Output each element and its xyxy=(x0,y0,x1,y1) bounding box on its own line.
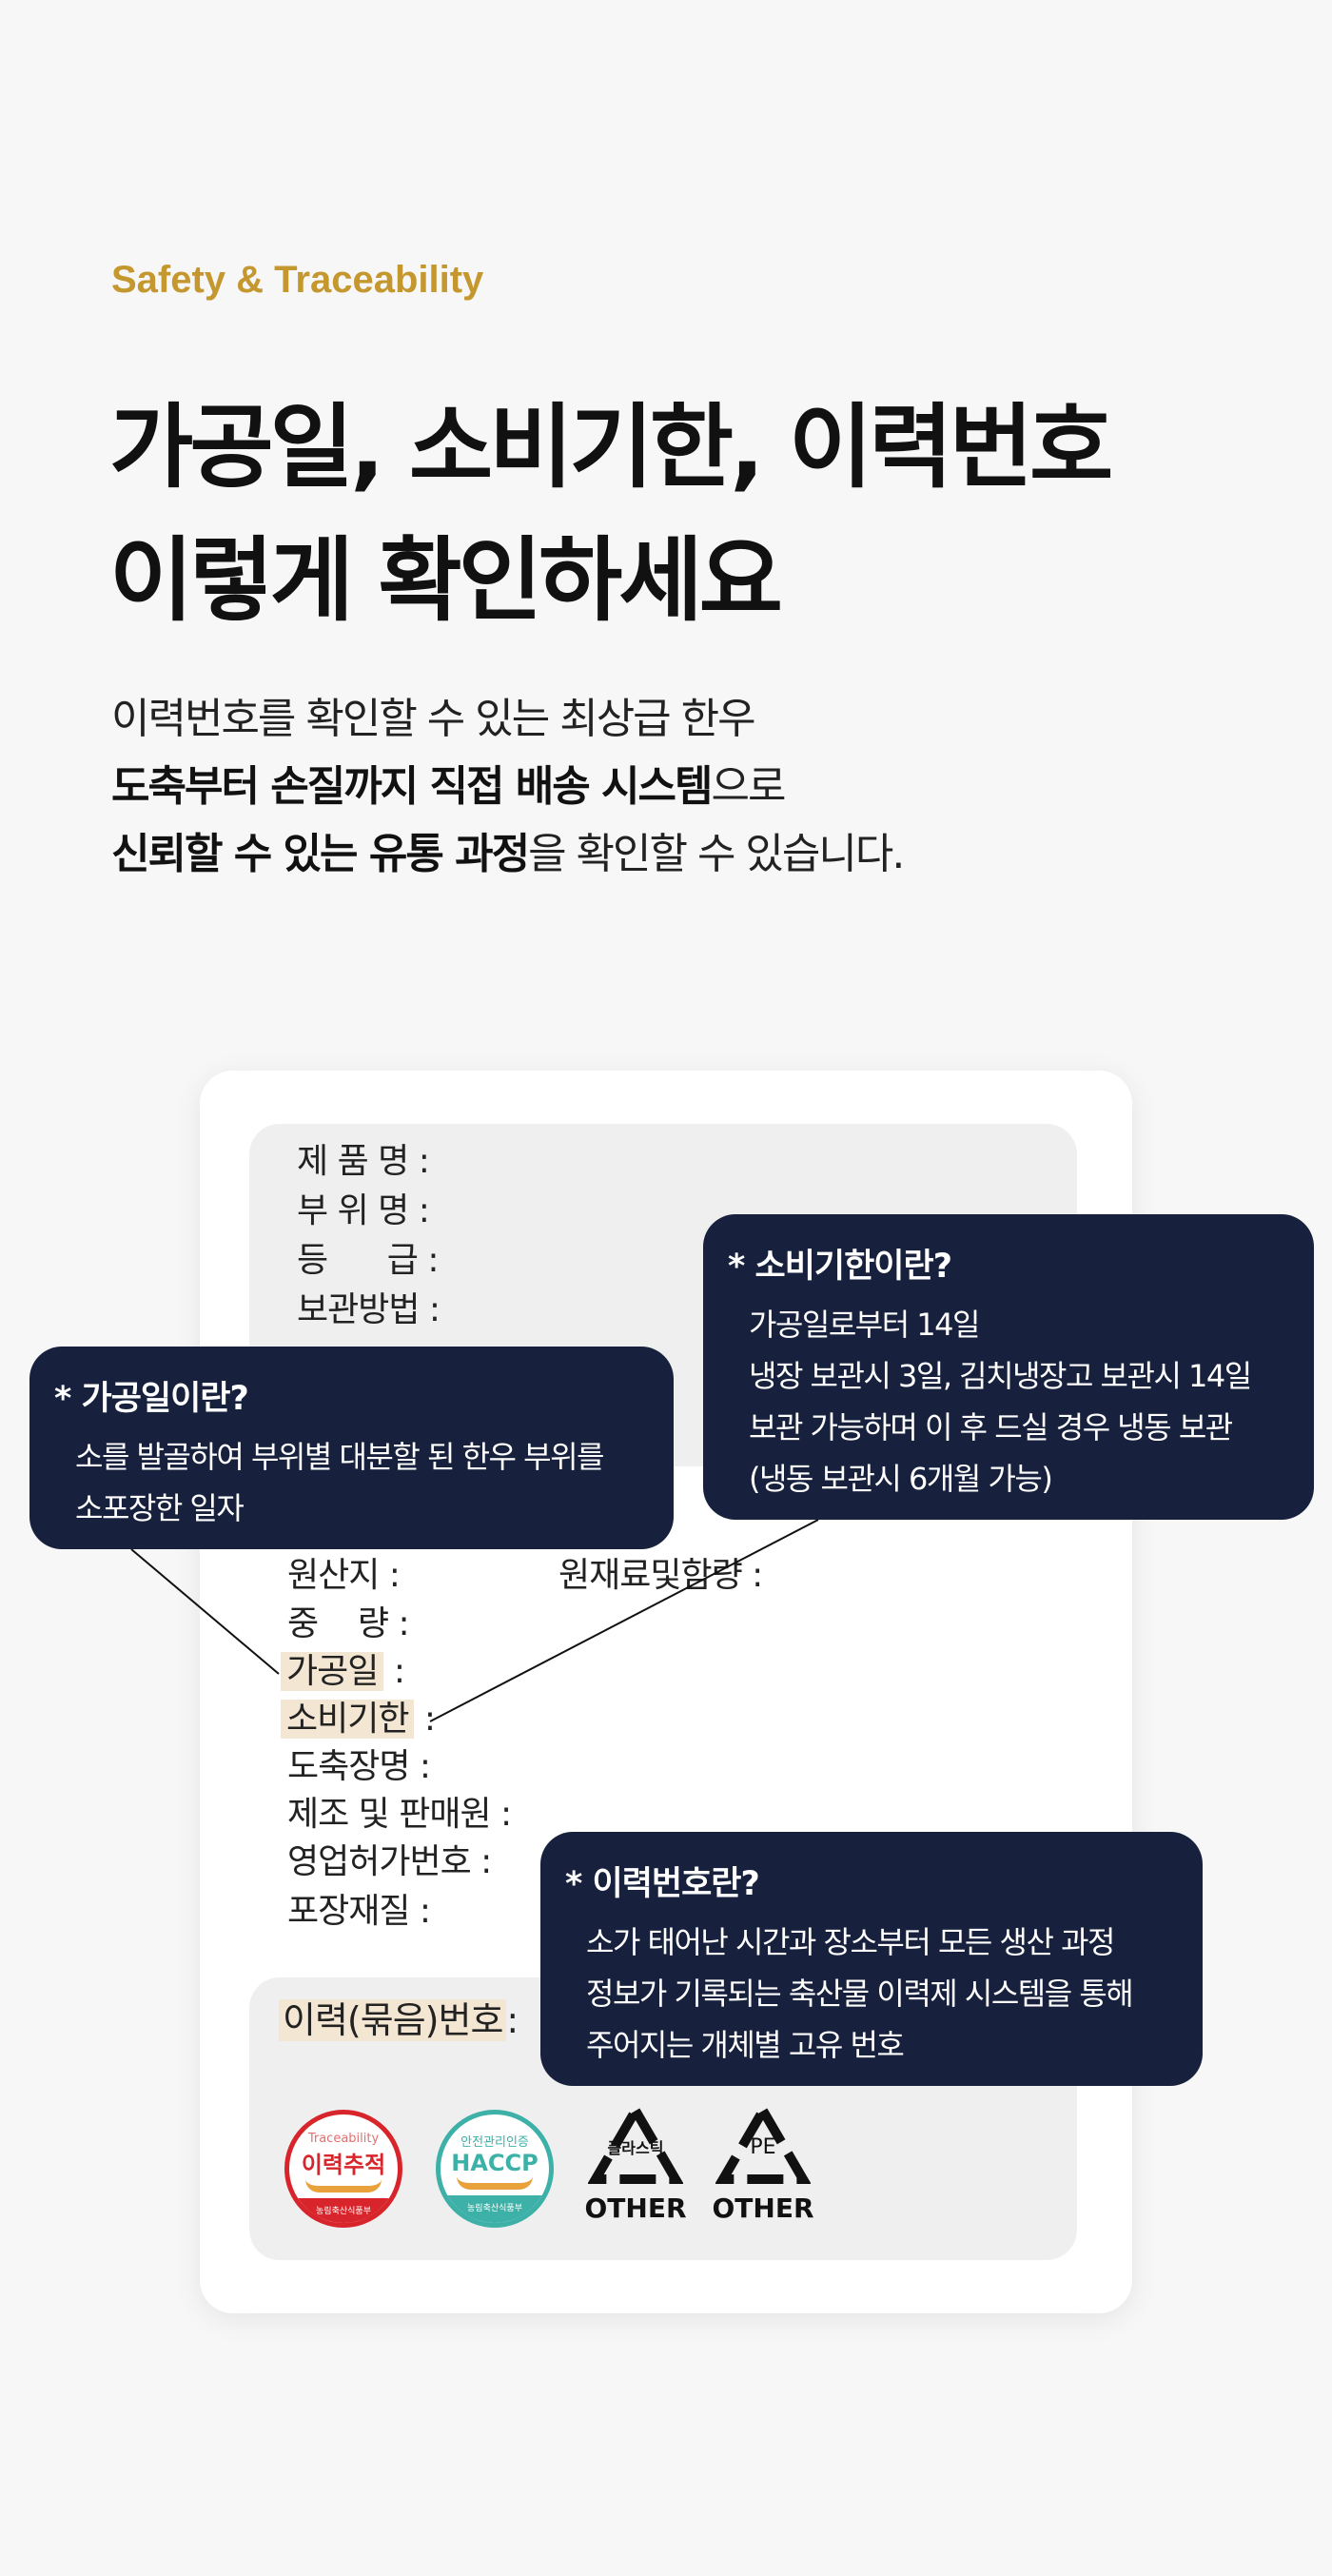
tooltip-line: 소포장한 일자 xyxy=(75,1490,245,1526)
tooltip-line: (냉동 보관시 6개월 가능) xyxy=(749,1461,1053,1497)
section-eyebrow: Safety & Traceability xyxy=(111,259,484,301)
colon: : xyxy=(506,1999,519,2041)
recycle-inner-text: PE xyxy=(750,2135,776,2159)
storage-label: 보관방법 : xyxy=(297,1290,441,1329)
expiry-row: 소비기한 : xyxy=(281,1700,436,1740)
recycle-triangle-icon xyxy=(715,2101,812,2184)
recycle-plastic-icon: 플라스틱 OTHER xyxy=(582,2101,689,2224)
recycle-triangle-icon xyxy=(587,2101,684,2184)
processing-date-row: 가공일 : xyxy=(281,1652,405,1692)
traceability-badge: Traceability 이력추적 농림축산식품부 xyxy=(284,2110,402,2228)
badge-smile-mark xyxy=(457,2176,533,2190)
title-line-1: 가공일, 소비기한, 이력번호 xyxy=(109,394,1113,501)
badge-main-text: 이력추적 xyxy=(301,2152,386,2178)
badge-smile-mark xyxy=(305,2179,382,2193)
tooltip-title: * 가공일이란? xyxy=(54,1380,249,1418)
packaging-label: 포장재질 : xyxy=(287,1892,431,1931)
subtitle-rest-2: 으로 xyxy=(711,762,786,811)
page-title: 가공일, 소비기한, 이력번호 이렇게 확인하세요 xyxy=(109,381,1113,647)
tooltip-line: 보관 가능하며 이 후 드실 경우 냉동 보관 xyxy=(749,1409,1233,1445)
trace-number-label: 이력(묶음)번호 xyxy=(279,1999,507,2041)
subtitle-line-2: 도축부터 손질까지 직접 배송 시스템으로 xyxy=(111,753,903,820)
recycle-inner-text: 플라스틱 xyxy=(607,2139,664,2157)
origin-label: 원산지 : xyxy=(287,1556,401,1595)
subtitle-rest-3: 을 확인할 수 있습니다. xyxy=(528,830,905,878)
tooltip-line: 소가 태어난 시간과 장소부터 모든 생산 과정 xyxy=(586,1924,1115,1960)
trace-number-row: 이력(묶음)번호: xyxy=(279,1998,519,2042)
processing-date-tooltip: * 가공일이란? 소를 발골하여 부위별 대분할 된 한우 부위를 소포장한 일… xyxy=(29,1347,674,1549)
subtitle-bold-2: 도축부터 손질까지 직접 배송 시스템 xyxy=(111,762,713,811)
expiry-tooltip: * 소비기한이란? 가공일로부터 14일 냉장 보관시 3일, 김치냉장고 보관… xyxy=(703,1214,1314,1520)
expiry-connector xyxy=(429,1519,819,1722)
expiry-label: 소비기한 xyxy=(281,1700,415,1739)
subtitle-line-1: 이력번호를 확인할 수 있는 최상급 한우 xyxy=(111,695,756,743)
grade-label: 등 급 : xyxy=(297,1241,439,1280)
ingredients-label: 원재료및함량 : xyxy=(558,1556,763,1595)
recycle-label: OTHER xyxy=(584,2193,687,2224)
recycle-pe-icon: PE OTHER xyxy=(710,2101,816,2224)
badge-top-text: 안전관리인증 xyxy=(460,2135,529,2150)
processing-date-label: 가공일 xyxy=(281,1652,384,1691)
badge-main-text: HACCP xyxy=(451,2150,539,2176)
part-name-label: 부 위 명 : xyxy=(297,1191,430,1230)
badge-top-text: Traceability xyxy=(307,2132,380,2146)
license-label: 영업허가번호 : xyxy=(287,1842,492,1881)
manufacturer-label: 제조 및 판매원 : xyxy=(287,1795,512,1834)
tooltip-line: 소를 발골하여 부위별 대분할 된 한우 부위를 xyxy=(75,1439,604,1475)
tooltip-line: 정보가 기록되는 축산물 이력제 시스템을 통해 xyxy=(586,1976,1134,2012)
weight-label: 중 량 : xyxy=(287,1604,410,1643)
colon: : xyxy=(414,1700,436,1739)
subtitle: 이력번호를 확인할 수 있는 최상급 한우 도축부터 손질까지 직접 배송 시스… xyxy=(111,685,905,888)
tooltip-title: * 이력번호란? xyxy=(565,1865,760,1903)
processing-connector xyxy=(130,1548,280,1675)
tooltip-line: 냉장 보관시 3일, 김치냉장고 보관시 14일 xyxy=(749,1358,1252,1394)
tooltip-line: 주어지는 개체별 고유 번호 xyxy=(586,2027,905,2063)
colon: : xyxy=(383,1652,405,1691)
product-name-label: 제 품 명 : xyxy=(297,1142,430,1181)
subtitle-bold-3: 신뢰할 수 있는 유통 과정 xyxy=(111,830,530,878)
tooltip-line: 가공일로부터 14일 xyxy=(749,1307,980,1343)
tooltip-title: * 소비기한이란? xyxy=(728,1248,952,1286)
subtitle-line-3: 신뢰할 수 있는 유통 과정을 확인할 수 있습니다. xyxy=(111,820,905,888)
slaughterhouse-label: 도축장명 : xyxy=(287,1747,431,1786)
trace-number-tooltip: * 이력번호란? 소가 태어난 시간과 장소부터 모든 생산 과정 정보가 기록… xyxy=(540,1832,1203,2086)
recycle-label: OTHER xyxy=(712,2193,814,2224)
title-line-2: 이렇게 확인하세요 xyxy=(109,527,783,634)
